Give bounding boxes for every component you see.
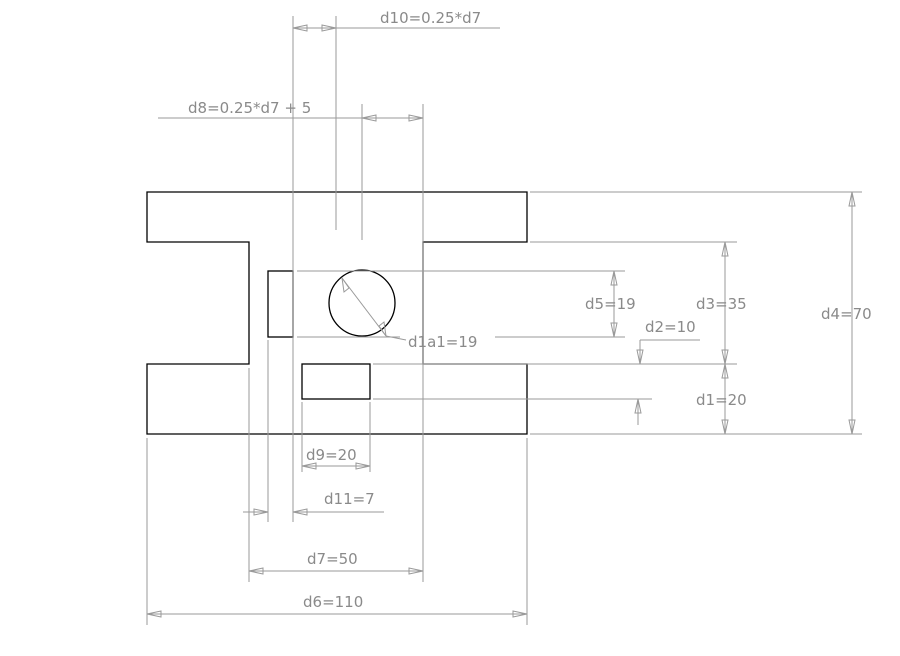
dim-label-d11: d11=7 (324, 490, 375, 508)
dim-label-d2: d2=10 (645, 318, 696, 336)
dim-label-d4: d4=70 (821, 305, 872, 323)
dim-label-d6: d6=110 (303, 593, 363, 611)
vertical-slot (267, 270, 294, 338)
hole-circle (328, 269, 396, 337)
dimension-arrows (146, 24, 856, 618)
dim-label-d1: d1=20 (696, 391, 747, 409)
dim-label-d8: d8=0.25*d7 + 5 (188, 99, 311, 117)
dim-label-d3: d3=35 (696, 295, 747, 313)
dim-label-d7: d7=50 (307, 550, 358, 568)
dim-label-d10: d10=0.25*d7 (380, 9, 481, 27)
horizontal-slot (301, 363, 371, 400)
dim-label-d1a1: d1a1=19 (408, 333, 477, 351)
part-outline (146, 191, 528, 435)
dim-label-d9: d9=20 (306, 446, 357, 464)
dim-label-d5: d5=19 (585, 295, 636, 313)
dimension-lines (146, 16, 862, 625)
